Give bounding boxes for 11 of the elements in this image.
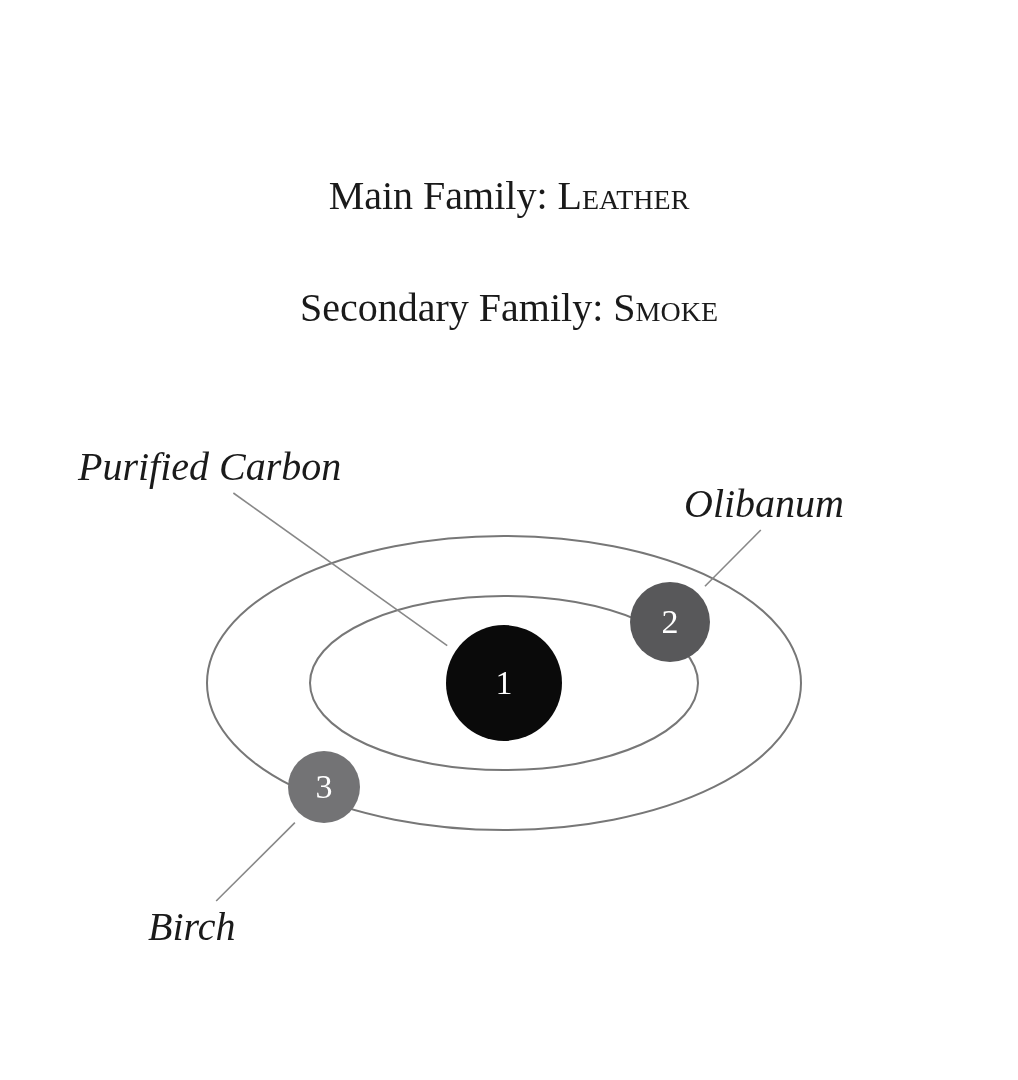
leader-line	[232, 492, 449, 647]
ingredient-label: Birch	[148, 905, 236, 949]
ingredient-label: Purified Carbon	[78, 445, 342, 489]
family-heading: Main Family: Leather	[328, 173, 690, 218]
leader-line	[704, 529, 762, 588]
numbered-circle: 3	[288, 751, 360, 823]
numbered-circle: 1	[446, 625, 562, 741]
family-heading: Secondary Family: Smoke	[300, 285, 718, 330]
numbered-circle: 2	[630, 582, 710, 662]
leader-line	[215, 821, 296, 902]
ingredient-label: Olibanum	[684, 482, 844, 526]
